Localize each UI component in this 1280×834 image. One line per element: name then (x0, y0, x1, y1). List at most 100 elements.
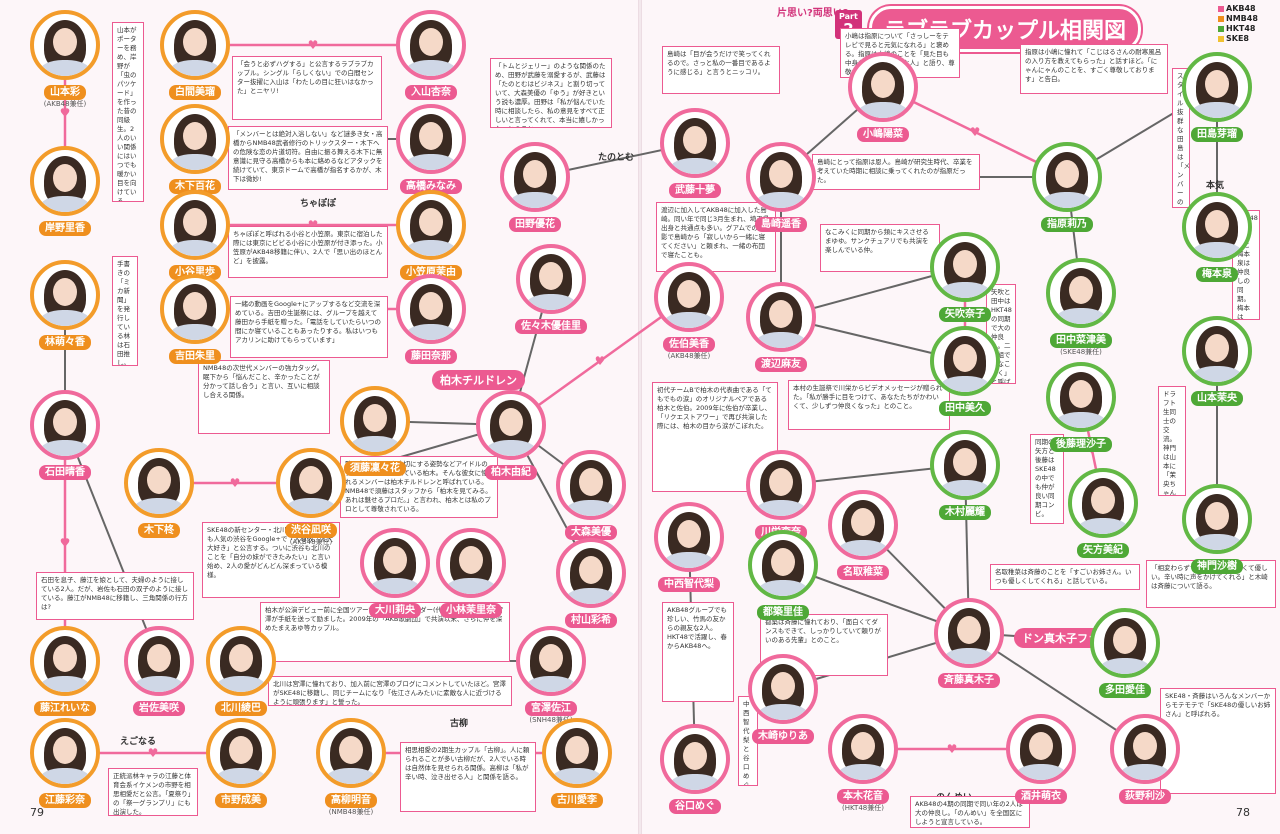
portrait-face (953, 448, 977, 476)
portrait-face (539, 262, 563, 290)
member-name: 荻野利沙 (1119, 789, 1171, 804)
part-label: Part (839, 12, 858, 21)
description-box: 島崎にとって指原は恩人。島崎が研究生時代、卒業を考えていた時期に相談に乗ってくれ… (812, 154, 980, 190)
member-name: 山本茉央 (1191, 391, 1243, 406)
member-photo (206, 626, 276, 696)
portrait-body (1192, 366, 1242, 382)
portrait-face (419, 28, 443, 56)
portrait-face (383, 546, 407, 574)
portrait-body (40, 196, 90, 212)
member-name: 島崎遥香 (755, 217, 807, 232)
heart-icon: ♥ (970, 125, 981, 139)
description-box: 島崎は「目が会うだけで笑ってくれるので。さっと私の一番目であるように感じる」と言… (662, 46, 780, 94)
member-photo (1090, 608, 1160, 678)
heart-icon: ♥ (308, 218, 319, 232)
member-name: 神門沙樹 (1191, 559, 1243, 574)
portrait-body (486, 440, 536, 456)
member-fujie-reina: 藤江れいな (20, 626, 110, 722)
description-box: 都築は斉藤に憧れており、「面白くてダンスもできて、しっかりしていて頼りがいのある… (760, 614, 888, 676)
member-name: 大森美優 (565, 525, 617, 540)
portrait-body (526, 294, 576, 310)
portrait-body (1016, 764, 1066, 780)
member-photo (748, 530, 818, 600)
member-name: 山本彩 (44, 85, 86, 100)
portrait-body (838, 764, 888, 780)
member-photo (654, 262, 724, 332)
portrait-body (1100, 658, 1150, 674)
label-chapopo: ちゃぽぽ (300, 199, 337, 209)
member-nakanishi-chiyori: 中西智代梨 (644, 502, 734, 598)
member-photo (828, 714, 898, 784)
legend-swatch (1218, 36, 1224, 42)
member-kitagawa-ryoha: 北川綾巴 (196, 626, 286, 722)
member-photo (30, 146, 100, 216)
member-fujita-nana: 藤田奈那 (386, 274, 476, 370)
member-name: 柏木由紀 (485, 465, 537, 480)
portrait-face (771, 548, 795, 576)
portrait-face (147, 466, 171, 494)
description-box: 同期の矢方と後藤はSKE48の中でも仲が良い同期コンビ。 (1030, 434, 1064, 524)
portrait-body (756, 500, 806, 516)
portrait-face (769, 160, 793, 188)
legend-swatch (1218, 6, 1224, 12)
portrait-body (170, 60, 220, 76)
member-photo (1068, 468, 1138, 538)
member-photo (160, 190, 230, 260)
member-name: 指原莉乃 (1041, 217, 1093, 232)
member-photo (660, 108, 730, 178)
portrait-body (940, 282, 990, 298)
portrait-body (1120, 764, 1170, 780)
member-name: 岩佐美咲 (133, 701, 185, 716)
portrait-face (1069, 380, 1093, 408)
member-shiroma-miru: 白間美瑠 (150, 10, 240, 106)
portrait-face (419, 292, 443, 320)
heart-icon: ♥ (60, 106, 71, 120)
member-photo (396, 190, 466, 260)
member-name: 高橋みなみ (400, 179, 462, 194)
portrait-face (499, 408, 523, 436)
member-omori-miyu: 大森美優 (546, 450, 636, 546)
description-box: ちゃぽぽと呼ばれる小谷と小笠原。東京に宿泊した際には東京にビビる小谷に小笠原が付… (228, 226, 388, 278)
member-name: 佐々木優佳里 (515, 319, 587, 334)
member-photo (542, 718, 612, 788)
portrait-face (851, 508, 875, 536)
member-kashiwagi-yuki: 柏木由紀 (466, 390, 556, 486)
member-photo (124, 626, 194, 696)
member-yabuki-nako: 矢吹奈子 (920, 232, 1010, 328)
portrait-body (350, 436, 400, 452)
member-name: 高柳明音 (325, 793, 377, 808)
member-photo (316, 718, 386, 788)
legend-item-nmb: NMB48 (1218, 14, 1278, 24)
member-iwasa-misaki: 岩佐美咲 (114, 626, 204, 722)
portrait-body (670, 774, 720, 790)
member-name: 白間美瑠 (169, 85, 221, 100)
member-photo (660, 724, 730, 794)
member-name: 江藤彩奈 (39, 793, 91, 808)
portrait-face (1113, 626, 1137, 654)
member-photo (828, 490, 898, 560)
description-box: 「会うと必ずハグする」と公言するラブラブカップル。シングル「らしくない」での白間… (232, 56, 382, 120)
member-yamamoto-mao: 山本茉央 (1172, 316, 1262, 412)
portrait-body (326, 768, 376, 784)
member-photo (360, 528, 430, 598)
member-name: 入山杏奈 (405, 85, 457, 100)
label-furuyanagi: 古柳 (450, 719, 469, 729)
member-eto-kanna: 江藤彩奈 (20, 718, 110, 814)
portrait-body (858, 102, 908, 118)
member-tsurusaki-sato: 都築里佳 (738, 530, 828, 626)
description-box: 手書きの「ミカ新聞」を発行している林は石田推し。石田の生誕祭ではNMB48で流れ… (112, 256, 138, 366)
member-taniguchi-megu: 谷口めぐ (650, 724, 740, 820)
portrait-face (769, 468, 793, 496)
portrait-face (565, 736, 589, 764)
heart-icon: ♥ (308, 38, 319, 52)
member-photo (748, 654, 818, 724)
member-tashima-meru: 田島芽瑠 (1172, 52, 1262, 148)
member-ishida-haruka: 石田晴香 (20, 390, 110, 486)
portrait-face (871, 70, 895, 98)
heart-icon: ♥ (148, 746, 159, 760)
portrait-face (363, 404, 387, 432)
legend-swatch (1218, 16, 1224, 22)
member-name: 酒井萌衣 (1015, 789, 1067, 804)
member-photo (556, 538, 626, 608)
